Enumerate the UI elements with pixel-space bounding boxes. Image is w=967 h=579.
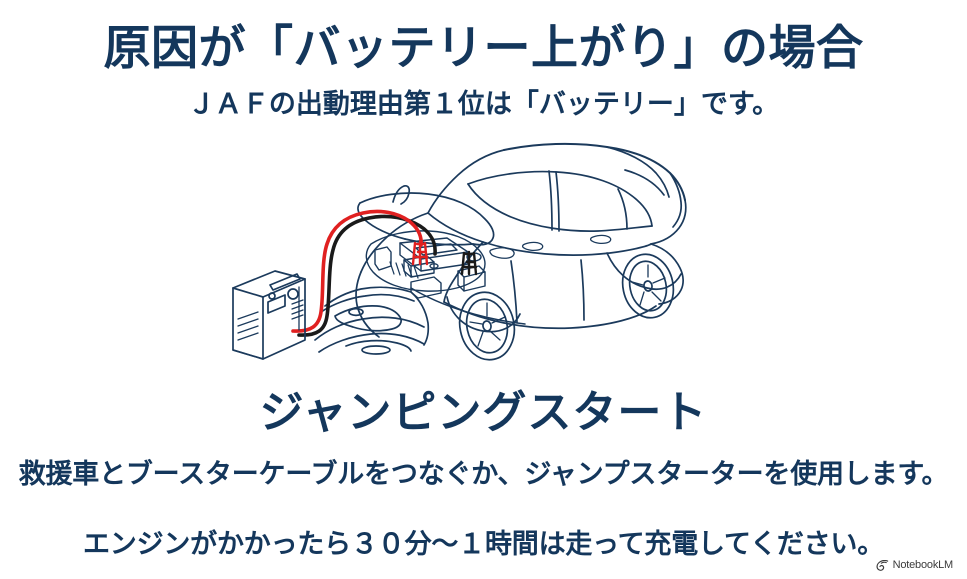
page-title: 原因が「バッテリー上がり」の場合 xyxy=(103,21,864,74)
jump-starter-device xyxy=(232,270,306,360)
black-cable xyxy=(297,214,437,337)
red-cable xyxy=(291,209,423,333)
jump-start-illustration xyxy=(215,140,735,390)
door-handles xyxy=(521,234,612,252)
black-clamp xyxy=(460,250,478,276)
page-subtitle: ＪＡＦの出動理由第１位は「バッテリー」です。 xyxy=(187,89,780,119)
charge-note-text: エンジンがかかったら３０分～１時間は走って充電してください。 xyxy=(82,529,885,559)
method-detail-text: 救援車とブースターケーブルをつなぐか、ジャンプスターターを使用します。 xyxy=(18,459,949,489)
red-clamp xyxy=(411,240,429,266)
method-title: ジャンピングスタート xyxy=(259,388,708,437)
car-lower-body xyxy=(314,212,684,355)
car-body xyxy=(427,142,687,256)
rear-wheel xyxy=(621,253,675,319)
notebooklm-spark-icon xyxy=(876,559,889,571)
side-mirror xyxy=(489,247,515,259)
front-wheel xyxy=(458,291,516,361)
notebooklm-watermark: NotebookLM xyxy=(876,559,953,571)
notebooklm-label: NotebookLM xyxy=(892,559,954,571)
